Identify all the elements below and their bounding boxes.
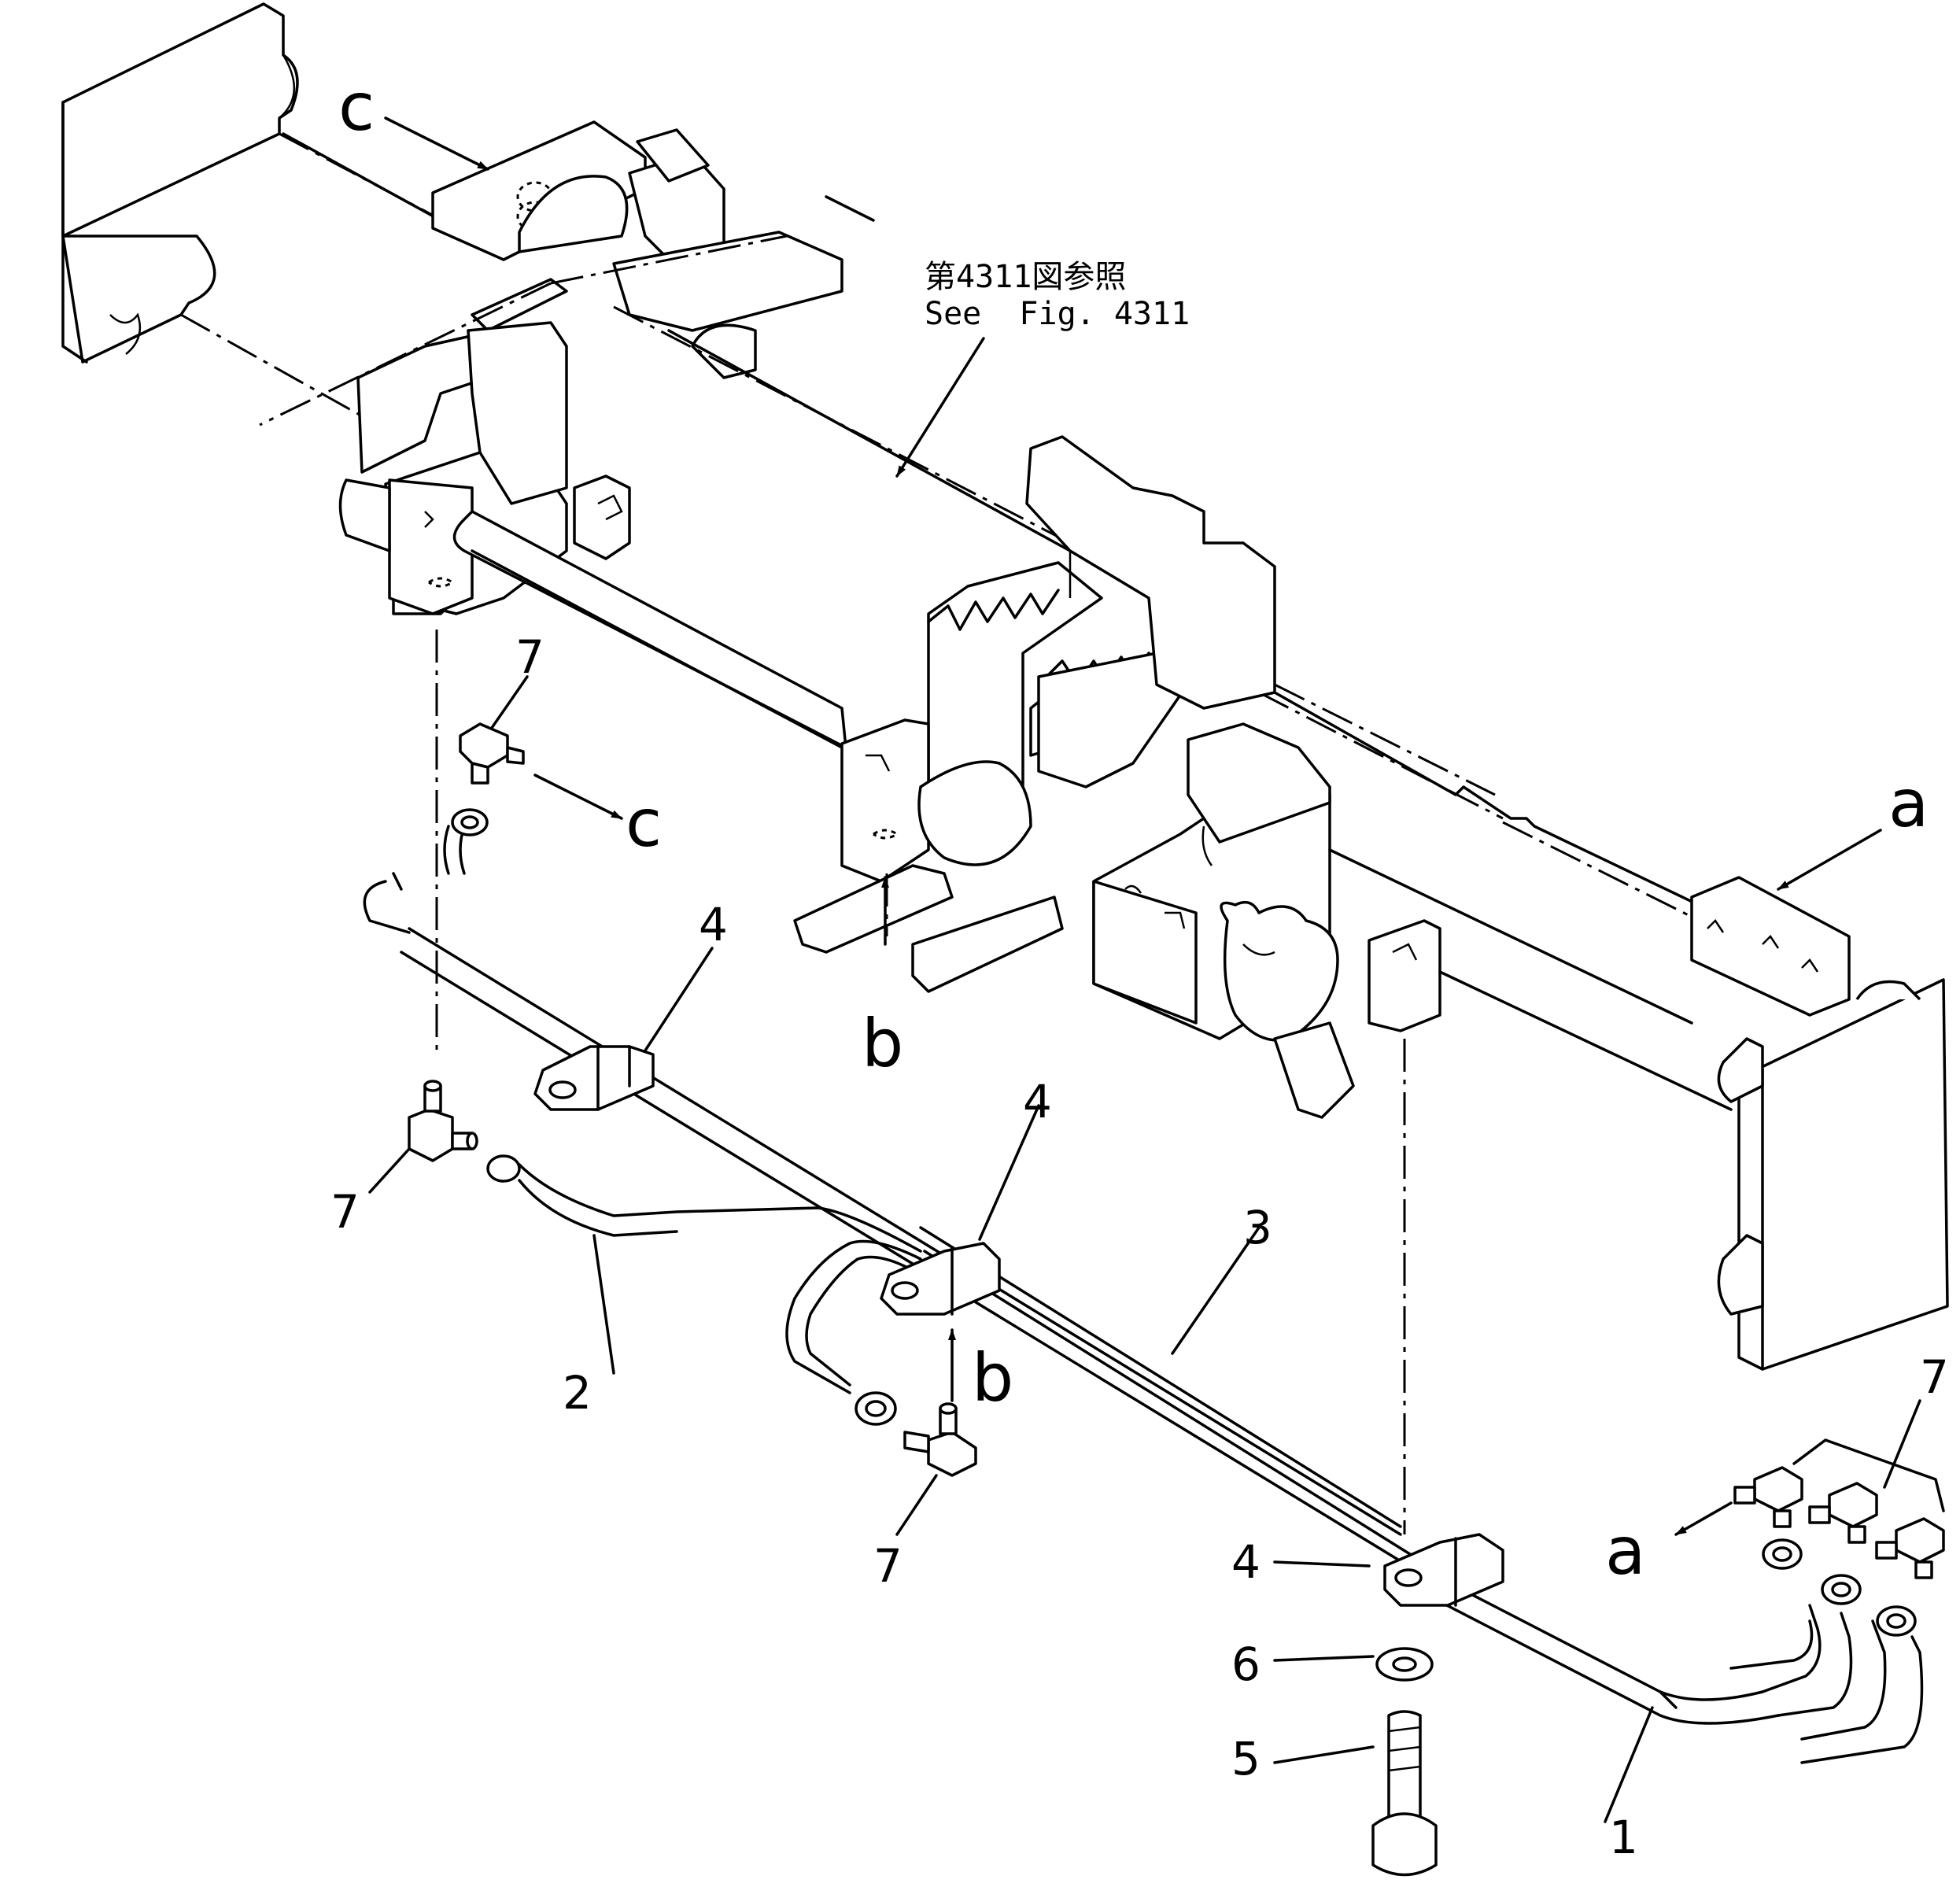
callout-part-7-left: 7 [330, 1185, 360, 1239]
callout-part-6: 6 [1231, 1638, 1261, 1691]
view-marker-a-lower: a [1605, 1512, 1645, 1590]
washer-6 [1375, 1647, 1434, 1682]
figure-reference: 第4311図参照 See Fig. 4311 [925, 259, 1190, 332]
figure-reference-en: See Fig. 4311 [925, 296, 1190, 332]
callout-part-2: 2 [563, 1366, 592, 1420]
view-marker-c-lower: c [626, 785, 662, 862]
callout-part-7-right: 7 [1920, 1350, 1949, 1404]
callout-part-5: 5 [1231, 1732, 1261, 1785]
view-marker-b-upper: b [862, 1005, 903, 1082]
elbow-left [408, 1080, 521, 1183]
frame-assembly [61, 2, 1949, 1371]
view-marker-b-lower: b [972, 1339, 1013, 1416]
figure-reference-jp: 第4311図参照 [925, 259, 1126, 295]
elbow-center [855, 1391, 977, 1477]
pipe-1 [1415, 1564, 1924, 1764]
elbow-upper-left [451, 722, 525, 836]
view-markers: c c a a b b [338, 68, 1929, 1590]
callout-part-1: 1 [1609, 1811, 1638, 1864]
clamp-middle [880, 1242, 1001, 1316]
bolt-5 [1371, 1710, 1438, 1877]
part-callouts: 1 2 3 4 4 4 5 6 7 7 7 7 [330, 630, 1949, 1864]
view-marker-c-upper: c [338, 68, 375, 146]
elbow-right-group [1733, 1438, 1945, 1637]
callout-part-7-center: 7 [873, 1539, 902, 1593]
callout-part-7-upper-left: 7 [515, 630, 544, 684]
callout-part-4-lower: 4 [1231, 1535, 1261, 1589]
leader-lines [368, 116, 1921, 1823]
callout-part-4-upper: 4 [699, 898, 728, 951]
callout-part-3: 3 [1243, 1201, 1272, 1254]
clamp-upper [533, 1045, 655, 1111]
view-marker-a-upper: a [1888, 765, 1929, 842]
pipe-2 [518, 1163, 922, 1394]
callout-part-4-middle: 4 [1023, 1075, 1052, 1128]
clamp-lower [1383, 1533, 1504, 1607]
